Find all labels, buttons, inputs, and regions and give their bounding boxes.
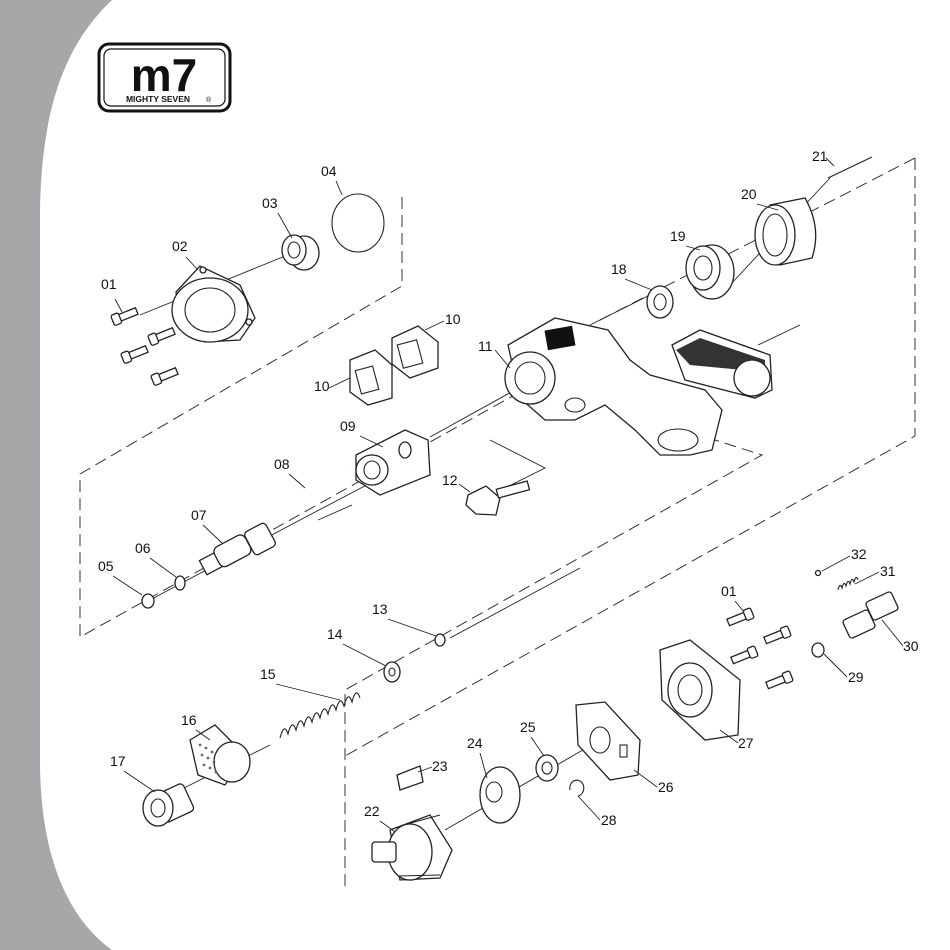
part-label-p12: 12 [442, 472, 458, 488]
bearing-part-18 [647, 286, 673, 318]
hammer-part-10a [350, 350, 392, 405]
front-housing-part-02 [172, 266, 255, 342]
leader-line-p01b [735, 601, 744, 612]
washer-part-29 [812, 643, 824, 657]
part-label-p05: 05 [98, 558, 114, 574]
leader-line-p30 [882, 620, 903, 646]
part-label-p27: 27 [738, 735, 754, 751]
rod-part-21 [828, 157, 872, 178]
rotor-part-22 [372, 815, 452, 880]
part-label-p11: 11 [478, 338, 493, 354]
leader-line-p11 [495, 350, 510, 368]
exhaust-filter-part-16 [190, 725, 250, 785]
leader-line-p31 [855, 572, 879, 584]
o-ring-part-04 [332, 194, 384, 252]
leader-line-p05 [113, 576, 142, 595]
back-housing-part-27 [660, 640, 740, 740]
vane-part-23 [397, 766, 423, 790]
part-label-p17: 17 [110, 753, 126, 769]
bushing-part-03 [282, 235, 319, 270]
part-label-p21: 21 [812, 148, 828, 164]
leader-line-p12 [459, 484, 470, 492]
part-label-p01a: 01 [101, 276, 117, 292]
part-label-p30: 30 [903, 638, 919, 654]
leader-line-p14 [343, 644, 386, 666]
part-label-p03: 03 [262, 195, 278, 211]
part-label-p07: 07 [191, 507, 207, 523]
part-label-p14: 14 [327, 626, 343, 642]
part-label-p22: 22 [364, 803, 380, 819]
gasket-part-26 [576, 702, 640, 780]
washer-part-13 [435, 634, 445, 646]
leader-line-p07 [203, 525, 222, 543]
leader-line-p32 [822, 556, 850, 571]
hammer-part-10b [392, 326, 438, 378]
bearing-part-25 [536, 755, 558, 781]
leader-line-p01a [115, 299, 122, 312]
leader-line-p29 [824, 654, 847, 677]
pin-part-08 [297, 470, 348, 493]
leader-line-p28 [578, 796, 600, 820]
part-label-p23: 23 [432, 758, 448, 774]
leader-line-p17 [124, 771, 155, 792]
part-label-p32: 32 [851, 546, 867, 562]
part-label-p08: 08 [274, 456, 290, 472]
part-label-p28: 28 [601, 812, 617, 828]
logo-registered-mark: ® [206, 96, 212, 104]
part-label-p06: 06 [135, 540, 151, 556]
pinion-part-14 [384, 662, 400, 682]
brand-logo: m7 MIGHTY SEVEN ® [99, 44, 230, 111]
part-label-p25: 25 [520, 719, 536, 735]
leader-line-p10b [425, 321, 444, 330]
leader-line-p10a [329, 378, 350, 388]
side-band [0, 0, 112, 950]
part-label-p13: 13 [372, 601, 388, 617]
part-label-p16: 16 [181, 712, 197, 728]
circlip-part-28 [570, 780, 584, 796]
valve-part-30 [842, 591, 899, 639]
trigger-part-12 [466, 481, 529, 515]
part-label-p09: 09 [340, 418, 356, 434]
leader-line-p26 [634, 770, 657, 787]
washer-part-06 [175, 576, 185, 590]
cylinder-part-20 [755, 198, 816, 265]
part-label-p10a: 10 [314, 378, 330, 394]
leader-line-p02 [186, 257, 198, 270]
leader-line-p15 [276, 684, 340, 700]
leader-line-p13 [388, 619, 436, 636]
leader-line-p18 [625, 279, 652, 290]
leader-line-p09 [360, 436, 383, 447]
part-label-p26: 26 [658, 779, 674, 795]
part-label-p31: 31 [880, 563, 896, 579]
logo-subtext: MIGHTY SEVEN [126, 94, 190, 104]
washer-part-05 [142, 594, 154, 608]
leader-line-p25 [531, 737, 544, 756]
leader-line-p06 [150, 558, 176, 577]
part-label-p04: 04 [321, 163, 337, 179]
leader-line-p04 [336, 181, 342, 195]
leader-line-p22 [380, 821, 395, 832]
part-label-p20: 20 [741, 186, 757, 202]
ball-part-32 [816, 571, 821, 576]
leader-line-p03 [278, 213, 292, 238]
spring-part-15 [280, 693, 360, 738]
part-label-p18: 18 [611, 261, 627, 277]
part-label-p02: 02 [172, 238, 188, 254]
screw-part-01a [111, 306, 179, 386]
leader-line-p24 [480, 753, 487, 778]
anvil-part-07 [199, 522, 276, 575]
part-label-p19: 19 [670, 228, 686, 244]
part-label-p29: 29 [848, 669, 864, 685]
end-plate-part-19 [686, 245, 734, 299]
part-label-p24: 24 [467, 735, 483, 751]
part-label-p01b: 01 [721, 583, 737, 599]
part-label-p15: 15 [260, 666, 276, 682]
part-label-p10b: 10 [445, 311, 461, 327]
leader-line-p08 [289, 474, 305, 488]
